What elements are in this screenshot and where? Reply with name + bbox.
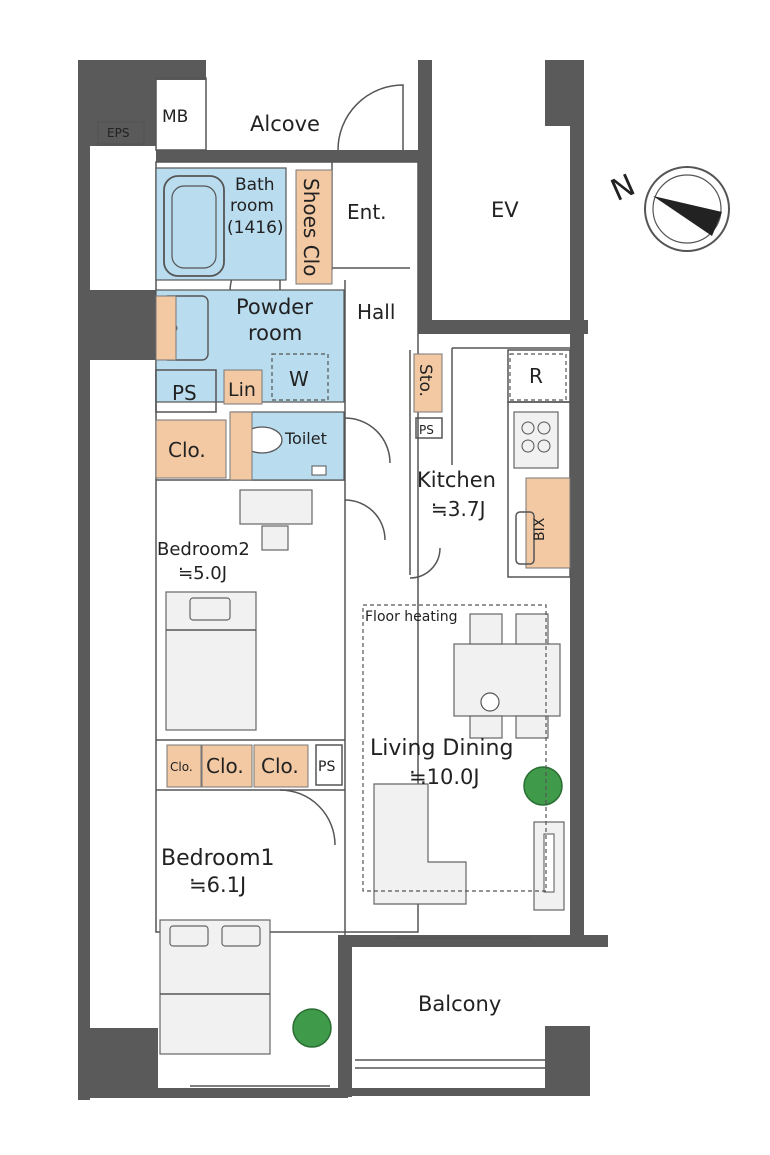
labels: EPS MB Alcove Bath room (1416) Shoes Clo… xyxy=(107,107,548,1016)
storage-blocks xyxy=(155,169,571,788)
floor-heating-label: Floor heating xyxy=(365,609,457,625)
stove xyxy=(513,411,559,469)
powder-cabinet xyxy=(155,295,177,361)
entrance-door xyxy=(337,84,404,151)
wall-right-outer xyxy=(570,60,584,940)
bed1-size-label: ≒6.1J xyxy=(189,873,246,897)
entrance-label: Ent. xyxy=(347,200,387,224)
bath-label-3: (1416) xyxy=(227,218,284,238)
linen-label: Lin xyxy=(228,379,256,401)
refrigerator-space xyxy=(509,353,567,401)
shoes-closet xyxy=(295,169,333,285)
bed2-label: Bedroom2 xyxy=(157,539,250,560)
shoes-closet-label: Shoes Clo xyxy=(299,178,323,276)
linen-closet xyxy=(223,369,263,405)
bathtub xyxy=(163,175,225,277)
ps-kitchen-label: PS xyxy=(419,423,434,437)
bed1-closet-a xyxy=(201,744,253,788)
compass: N xyxy=(606,166,730,252)
mb-label: MB xyxy=(162,107,188,127)
bed2-desk xyxy=(239,489,313,525)
ps-mid-label: PS xyxy=(318,759,335,775)
ps-left-label: PS xyxy=(172,381,197,405)
wall-ev-bottom xyxy=(418,320,588,334)
bed1-closet-b-label: Clo. xyxy=(261,754,299,778)
toilet-cabinet xyxy=(229,411,253,481)
living-size-label: ≒10.0J xyxy=(409,765,480,789)
toilet-label: Toilet xyxy=(284,429,327,448)
wall-balcony-top xyxy=(338,935,608,947)
walls xyxy=(78,60,608,1100)
misc-boxes xyxy=(97,77,567,786)
bed1-closet-b xyxy=(253,744,309,788)
wall-top-mb xyxy=(156,60,206,80)
hall-label: Hall xyxy=(357,300,395,324)
floor-heating-zone xyxy=(362,604,547,892)
dining-chair xyxy=(515,715,549,739)
wall-left-outer xyxy=(78,60,90,1100)
sofa xyxy=(373,783,467,905)
bed1-closet-small-label: Clo. xyxy=(170,760,193,774)
bed1-closet-small xyxy=(166,744,202,788)
furniture xyxy=(159,489,565,1055)
storage-label: Sto. xyxy=(415,364,435,397)
powder-room xyxy=(155,289,345,403)
dining-chair xyxy=(469,715,503,739)
bath-label-2: room xyxy=(230,196,274,216)
wall-left-column-2 xyxy=(88,1028,158,1090)
dining-chair xyxy=(469,613,503,645)
kitchen-size-label: ≒3.7J xyxy=(431,497,485,521)
refrigerator-label: R xyxy=(529,364,543,388)
wall-ev-left xyxy=(418,60,432,332)
bed2-closet-label: Clo. xyxy=(168,438,206,462)
compass-needle-icon xyxy=(653,196,722,236)
bath-label-1: Bath xyxy=(235,175,275,195)
dining-chair xyxy=(515,613,549,645)
bix-label: BIX xyxy=(532,517,548,541)
bed1-closet-a-label: Clo. xyxy=(206,754,244,778)
eps-label: EPS xyxy=(107,126,129,140)
kitchen-label: Kitchen xyxy=(417,468,496,492)
wall-left-column-1 xyxy=(88,290,156,360)
kitchen-sink xyxy=(515,511,535,565)
bed2-closet xyxy=(155,419,227,479)
washer-label: W xyxy=(289,367,309,391)
compass-north-label: N xyxy=(606,168,641,209)
bed2-chair xyxy=(261,525,289,551)
washer-space xyxy=(271,353,329,401)
wall-balcony-bottom xyxy=(338,1088,588,1096)
bathroom xyxy=(155,167,287,281)
powder-label-2: room xyxy=(248,321,302,345)
wall-alcove-bottom xyxy=(156,150,421,162)
powder-label-1: Powder xyxy=(236,295,313,319)
dining-table xyxy=(453,643,561,717)
living-label: Living Dining xyxy=(370,736,513,761)
plant xyxy=(523,766,563,806)
unit-outline xyxy=(155,161,419,933)
bed1-label: Bedroom1 xyxy=(161,846,275,871)
bed2-size-label: ≒5.0J xyxy=(178,563,227,584)
balcony-label: Balcony xyxy=(418,992,501,1016)
plant xyxy=(292,1008,332,1048)
storage-closet xyxy=(413,353,443,413)
wall-balcony-left xyxy=(338,935,352,1097)
wall-bottom xyxy=(78,1088,348,1098)
wall-right-column-bottom xyxy=(545,1026,590,1096)
ev-label: EV xyxy=(491,198,519,222)
alcove-label: Alcove xyxy=(250,112,320,136)
